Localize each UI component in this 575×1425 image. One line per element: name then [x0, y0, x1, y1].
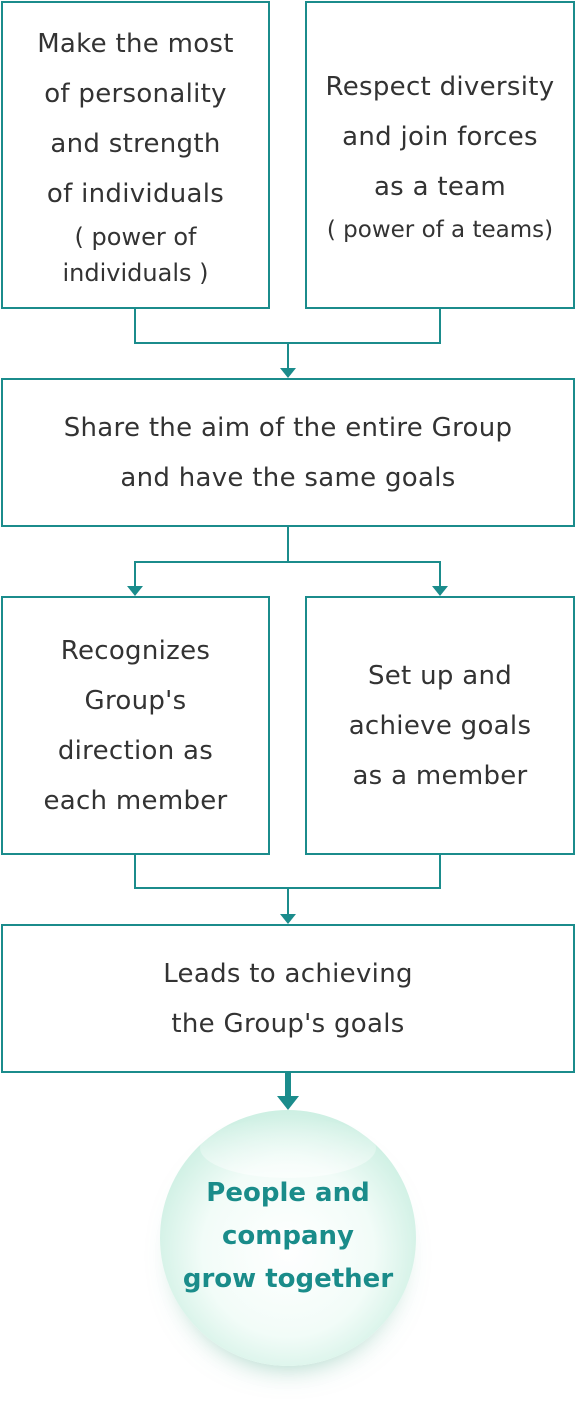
box-text-line: Leads to achieving	[163, 958, 413, 989]
box-text-line: Set up and	[367, 660, 513, 691]
box-subtext-line: ( power of a teams)	[326, 217, 554, 243]
result-text-line: People and	[206, 1178, 370, 1208]
box-recognize-direction: Recognizes Group's direction as each mem…	[1, 596, 270, 855]
box-subtext-line: individuals )	[62, 259, 209, 287]
connector-bottom-merge	[134, 854, 441, 916]
box-text-line: Recognizes	[60, 635, 211, 666]
box-text-line: and have the same goals	[120, 462, 456, 493]
box-text-line: Make the most	[37, 29, 234, 59]
result-text-line: company	[222, 1221, 354, 1251]
arrowhead-to-leads	[280, 914, 296, 924]
box-text-line: each member	[43, 785, 228, 816]
arrowhead-to-recognize	[127, 586, 143, 596]
box-text-line: Group's	[84, 685, 187, 716]
box-text-line: and strength	[50, 129, 221, 159]
box-text-line: as a member	[352, 760, 528, 791]
box-text-line: the Group's goals	[171, 1008, 405, 1039]
box-power-of-team: Respect diversity and join forces as a t…	[305, 1, 575, 309]
box-text-line: and join forces	[342, 122, 538, 152]
connector-split	[134, 526, 441, 588]
connector-top-merge	[134, 308, 441, 370]
result-text-line: grow together	[182, 1264, 394, 1294]
connector-to-result	[285, 1072, 291, 1098]
arrowhead-to-setup	[432, 586, 448, 596]
box-share-aim: Share the aim of the entire Group and ha…	[1, 378, 575, 527]
box-power-of-individuals: Make the most of personality and strengt…	[1, 1, 270, 309]
box-text-line: achieve goals	[348, 710, 532, 741]
result-bubble	[160, 1110, 416, 1366]
box-set-up-goals: Set up and achieve goals as a member	[305, 596, 575, 855]
box-text-line: Respect diversity	[325, 72, 555, 102]
box-text-line: of personality	[44, 79, 227, 109]
arrowhead-to-result	[277, 1096, 299, 1110]
box-text-line: of individuals	[46, 179, 225, 209]
box-text-line: Share the aim of the entire Group	[63, 412, 513, 443]
box-text-line: as a team	[373, 172, 507, 202]
arrowhead-to-share	[280, 368, 296, 378]
result-text: People and company grow together	[160, 1172, 416, 1301]
box-subtext-line: ( power of	[74, 223, 197, 251]
bubble-highlight	[200, 1118, 376, 1178]
box-leads-to-goals: Leads to achieving the Group's goals	[1, 924, 575, 1073]
box-text-line: direction as	[57, 735, 214, 766]
